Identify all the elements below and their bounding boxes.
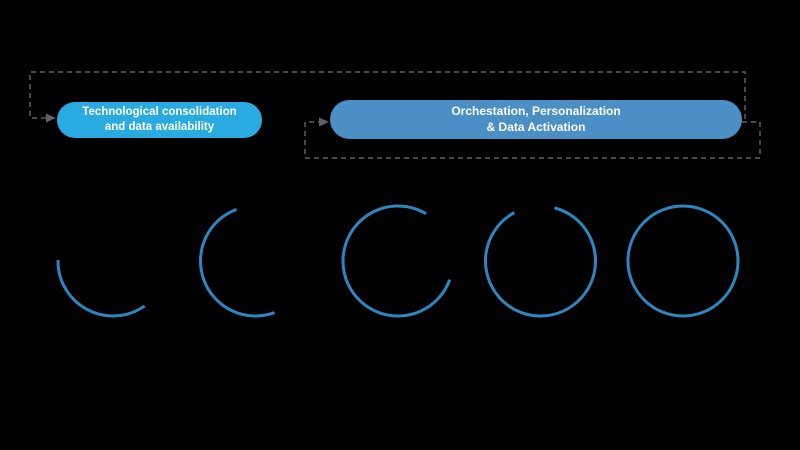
pill-technological-consolidation: Technological consolidation and data ava… <box>57 102 262 138</box>
pill-orchestration-personalization: Orchestation, Personalization & Data Act… <box>330 100 742 139</box>
progress-ring-2 <box>199 204 312 318</box>
outer-feedback-loop-connector <box>29 71 746 119</box>
progress-ring-1 <box>56 204 170 318</box>
arrowhead-into-left-pill-icon <box>46 113 56 123</box>
pill-left-line1: Technological consolidation <box>82 106 237 119</box>
rings-layer <box>56 204 740 318</box>
progress-ring-5 <box>626 204 740 318</box>
progress-ring-3 <box>341 204 455 318</box>
inner-loop-connector <box>304 121 761 159</box>
pill-right-line1: Orchestation, Personalization <box>451 103 621 118</box>
progress-ring-4 <box>484 204 597 318</box>
pill-right-line2: & Data Activation <box>486 119 586 134</box>
pill-left-line2: and data availability <box>104 121 215 133</box>
arrowhead-into-right-pill-icon <box>319 117 329 127</box>
